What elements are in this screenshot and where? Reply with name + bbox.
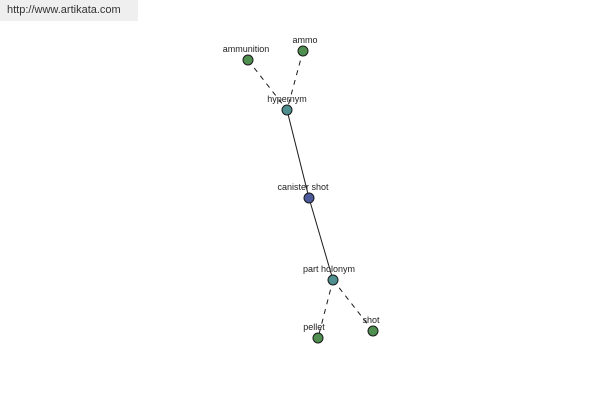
edge-canister-shot-part-holonym — [308, 197, 334, 281]
node-label-ammunition: ammunition — [223, 44, 270, 54]
node-ammo[interactable] — [297, 45, 309, 57]
node-shot[interactable] — [367, 325, 379, 337]
node-canister-shot[interactable] — [303, 192, 315, 204]
graph-edges — [247, 50, 374, 339]
node-label-canister-shot: canister shot — [277, 182, 329, 192]
node-label-hypernym: hypernym — [267, 94, 307, 104]
node-label-part-holonym: part holonym — [303, 264, 355, 274]
edge-ammunition-hypernym — [247, 59, 288, 111]
node-label-ammo: ammo — [292, 35, 317, 45]
node-label-pellet: pellet — [303, 322, 325, 332]
watermark-url: http://www.artikata.com — [0, 0, 138, 21]
edge-part-holonym-shot — [332, 279, 374, 332]
node-label-shot: shot — [362, 315, 380, 325]
node-ammunition[interactable] — [242, 54, 254, 66]
edge-ammo-hypernym — [286, 50, 304, 111]
graph-nodes: ammunition ammo hypernym canister shot part … — [223, 35, 380, 344]
node-part-holonym[interactable] — [327, 274, 339, 286]
node-pellet[interactable] — [312, 332, 324, 344]
edge-hypernym-canister-shot — [286, 109, 310, 199]
node-hypernym[interactable] — [281, 104, 293, 116]
